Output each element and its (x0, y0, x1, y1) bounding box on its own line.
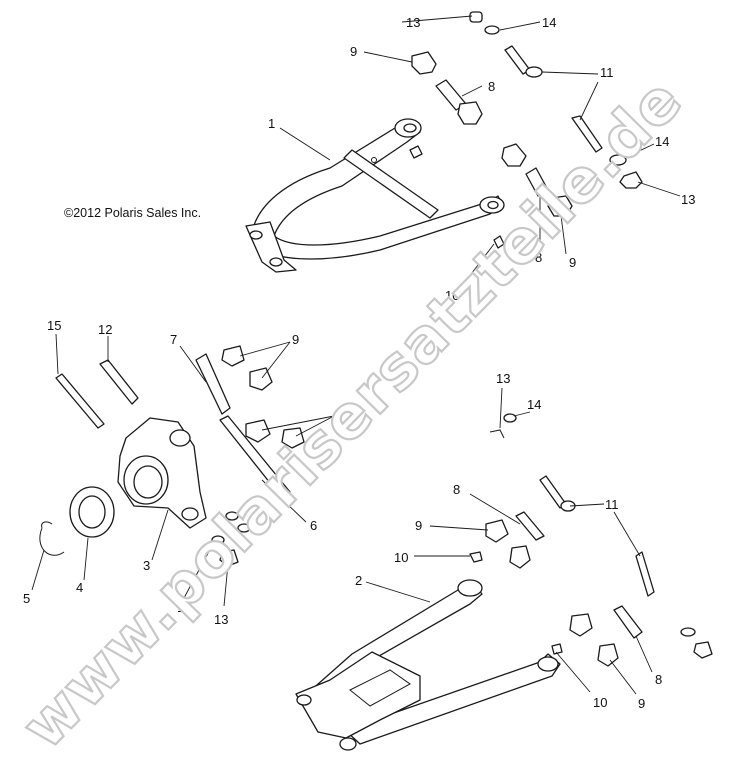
callout-leaders (31, 15, 681, 695)
callout-7: 7 (170, 332, 177, 347)
callout-3: 3 (143, 558, 150, 573)
copyright-text: ©2012 Polaris Sales Inc. (64, 206, 201, 220)
callout-9-knuckle-lower: 9 (335, 408, 342, 423)
callout-13-middle: 13 (496, 371, 510, 386)
callout-9-lower: 9 (415, 518, 422, 533)
callout-5: 5 (23, 591, 30, 606)
callout-14-right: 14 (655, 134, 669, 149)
knuckle-assembly (39, 345, 305, 567)
callout-9-upper-right: 9 (569, 255, 576, 270)
upper-a-arm (245, 118, 505, 273)
callout-8-upper-right: 8 (535, 250, 542, 265)
callout-14-knuckle: 14 (177, 600, 191, 615)
callout-14-middle: 14 (527, 397, 541, 412)
callout-6: 6 (310, 518, 317, 533)
callout-14-top: 14 (542, 15, 556, 30)
callout-10-lower: 10 (394, 550, 408, 565)
callout-2: 2 (355, 573, 362, 588)
callout-9-upper: 9 (350, 44, 357, 59)
lower-hardware (469, 413, 713, 667)
callout-9-lower-right: 9 (638, 696, 645, 711)
callout-8-upper: 8 (488, 79, 495, 94)
callout-11-lower: 11 (605, 497, 619, 512)
callout-10-lower-right: 10 (593, 695, 607, 710)
callout-13-knuckle: 13 (214, 612, 228, 627)
callout-15: 15 (47, 318, 61, 333)
callout-13-top: 13 (406, 15, 420, 30)
upper-hardware (411, 11, 643, 249)
callout-numbers: 1 2 3 4 5 6 7 8 8 8 8 9 9 9 9 9 9 10 10 … (23, 15, 695, 711)
callout-9-knuckle: 9 (292, 332, 299, 347)
callout-8-lower: 8 (453, 482, 460, 497)
callout-1: 1 (268, 116, 275, 131)
callout-10-upper: 10 (445, 288, 459, 303)
callout-12: 12 (98, 322, 112, 337)
lower-a-arm (295, 579, 561, 751)
callout-13-right: 13 (681, 192, 695, 207)
callout-4: 4 (76, 580, 83, 595)
callout-8-lower-right: 8 (655, 672, 662, 687)
callout-11-upper: 11 (600, 65, 614, 80)
